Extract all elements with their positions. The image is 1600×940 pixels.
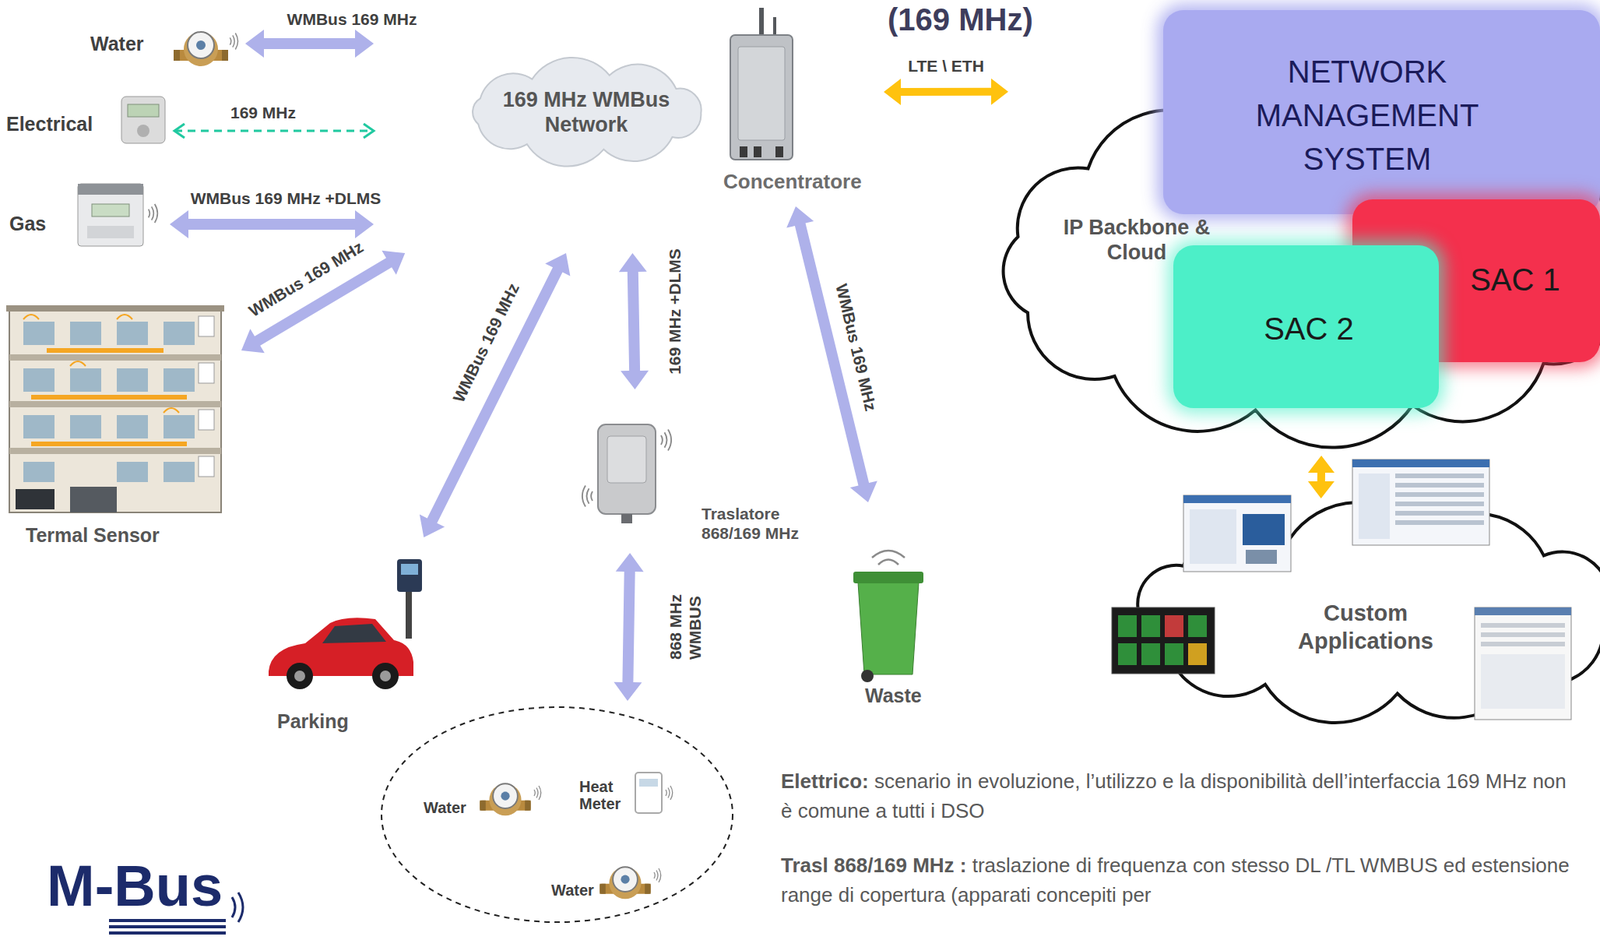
translator-device-icon xyxy=(582,424,672,524)
title: (169 MHz) xyxy=(887,1,1034,38)
building-illustration xyxy=(6,305,225,513)
nested-node: NETWORK MANAGEMENT SYSTEM xyxy=(1163,10,1600,215)
edge-label: 169 MHz +DLMS xyxy=(664,248,685,375)
water-meter-icon xyxy=(173,31,239,67)
cloud-shape xyxy=(377,31,721,250)
arrow-head xyxy=(363,123,374,138)
nested-node: Water xyxy=(548,854,658,904)
waste-bin-icon xyxy=(853,550,924,683)
connector xyxy=(618,253,649,390)
edge-label: LTE \ ETH xyxy=(907,56,985,76)
node-label: Water xyxy=(423,798,467,817)
node-label: 169 MHz WMBus Network xyxy=(492,87,680,138)
diagram-node: 169 MHz WMBus Network xyxy=(377,31,721,250)
arrow-shape xyxy=(613,552,644,701)
node-label: Waste xyxy=(865,683,922,707)
node-label: Electrical xyxy=(6,112,93,136)
node-label: SAC 2 xyxy=(1246,310,1372,347)
dashed-ellipse xyxy=(381,706,733,922)
arrow-shape xyxy=(1308,455,1335,499)
connector xyxy=(1308,455,1335,499)
node-label: Traslatore 868/169 MHz xyxy=(701,503,819,543)
connector xyxy=(245,29,374,58)
diagram-node: IP Backbone & Cloud NETWORK MANAGEMENT SY… xyxy=(1012,6,1600,452)
app-screenshot xyxy=(1352,459,1490,546)
edge-label: 868 MHz WMBUS xyxy=(665,581,705,660)
diagram-node: Termal Sensor xyxy=(3,299,238,553)
node-label: Termal Sensor xyxy=(25,523,160,547)
diagram-node: Waste xyxy=(844,506,943,711)
diagram-node: Water xyxy=(85,21,242,66)
car-illustration xyxy=(268,617,414,690)
app-screenshot xyxy=(1183,495,1291,572)
note-paragraph: Elettrico:scenario in evoluzione, l’util… xyxy=(780,766,1583,826)
edge-label: WMBus 169 MHz xyxy=(287,9,418,29)
node-label: Heat Meter xyxy=(579,777,634,813)
note-paragraph: Trasl 868/169 MHz :traslazione di freque… xyxy=(780,850,1583,910)
connector xyxy=(419,253,571,538)
connector xyxy=(883,78,1009,106)
parking-meter-icon xyxy=(397,559,422,639)
arrow-shape xyxy=(245,29,374,58)
diagram-node: Parking xyxy=(264,541,433,740)
gas-meter-icon xyxy=(77,183,158,247)
edge-label: WMBus 169 MHz xyxy=(245,236,367,320)
connector xyxy=(613,552,644,701)
node-label: Water xyxy=(90,31,145,56)
arrow-shape xyxy=(169,210,374,239)
connector xyxy=(169,210,374,239)
node-label: NETWORK MANAGEMENT SYSTEM xyxy=(1211,49,1523,181)
electric-meter-icon xyxy=(121,96,166,144)
note-text: scenario in evoluzione, l’utilizzo e la … xyxy=(780,769,1567,823)
app-screenshot xyxy=(1111,607,1215,674)
cloud-outline xyxy=(472,57,701,167)
connector xyxy=(174,123,374,138)
node-label: IP Backbone & Cloud xyxy=(1051,214,1223,265)
node-label: Water xyxy=(551,880,595,900)
edge-label: WMBus 169 MHz xyxy=(832,281,882,413)
diagram-node: Concentratore xyxy=(720,15,880,203)
arrow-head xyxy=(174,123,185,138)
node-label: Parking xyxy=(277,709,349,733)
note-heading: Elettrico: xyxy=(780,769,869,793)
node-label: Custom Applications xyxy=(1272,598,1460,655)
logo-text: M-Bus xyxy=(46,853,223,918)
note-heading: Trasl 868/169 MHz : xyxy=(780,853,967,877)
nested-node: Water xyxy=(420,772,538,826)
arrow-shape xyxy=(883,78,1009,106)
diagram-node: Water Heat MeterWater xyxy=(379,704,735,925)
diagram-node: Electrical xyxy=(3,99,171,152)
arrow-shape xyxy=(419,253,571,538)
node-label: Gas xyxy=(9,211,46,236)
concentrator-icon xyxy=(730,7,793,160)
dashed-line xyxy=(174,129,374,132)
node-label: Concentratore xyxy=(723,169,862,194)
edge-label: WMBus 169 MHz +DLMS xyxy=(190,188,381,208)
node-label: SAC 1 xyxy=(1452,261,1578,298)
app-screenshot xyxy=(1474,607,1572,720)
nested-node: Heat Meter xyxy=(576,766,682,822)
arrow-shape xyxy=(618,253,649,390)
edge-label: 169 MHz xyxy=(230,102,296,123)
nested-node: SAC 2 xyxy=(1173,245,1439,408)
diagram-node: Traslatore 868/169 MHz xyxy=(572,393,823,549)
edge-label: WMBus 169 MHz xyxy=(448,280,524,406)
diagram-node: Gas xyxy=(6,180,166,251)
meter-icons xyxy=(479,772,672,899)
